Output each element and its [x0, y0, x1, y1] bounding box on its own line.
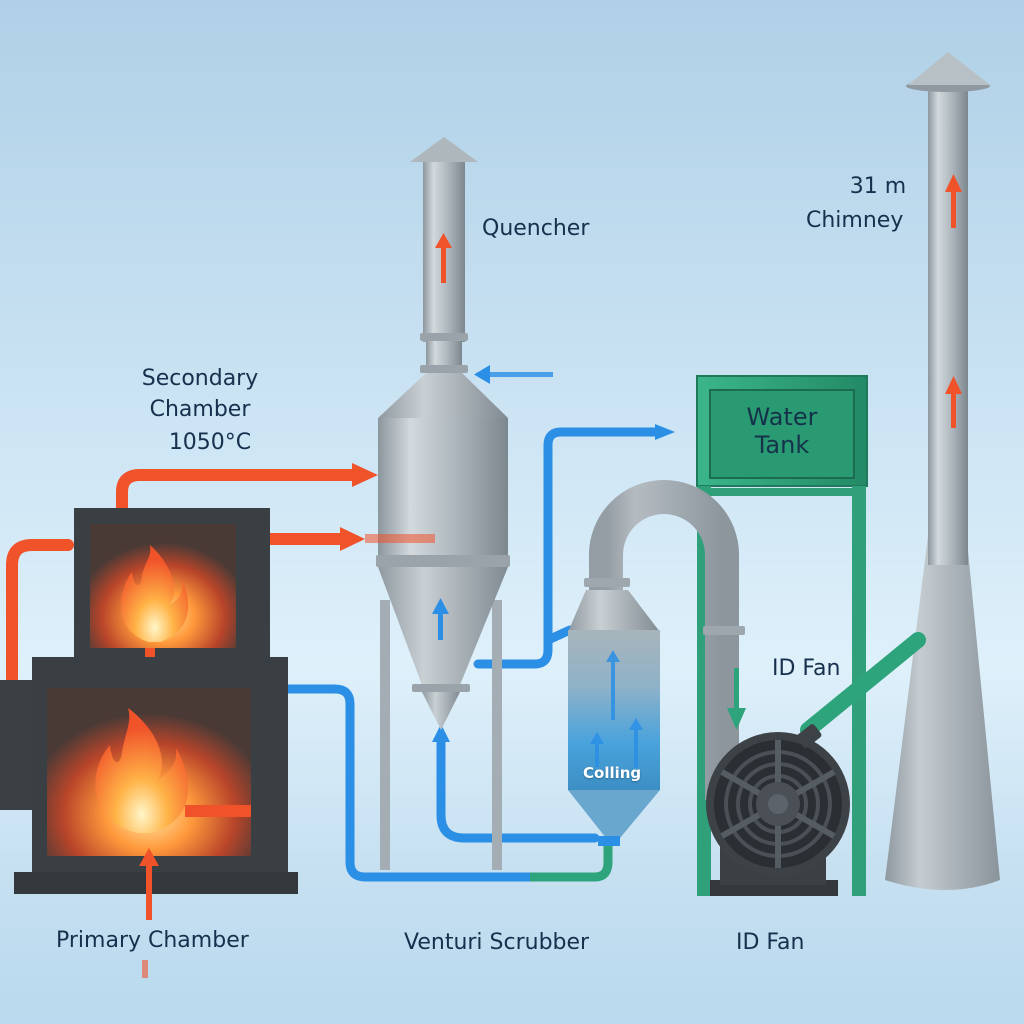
- quencher-updraft-arrow: [435, 233, 452, 283]
- venturi-scrubber-label: Venturi Scrubber: [404, 930, 590, 955]
- chimney-cap: [908, 52, 990, 85]
- water-arrow-to-tank: [655, 424, 675, 440]
- support-leg-left: [380, 600, 390, 870]
- quencher-top-cone: [378, 373, 508, 418]
- furnace-base: [14, 872, 298, 894]
- water-pipe-to-tank: [543, 427, 660, 645]
- air-inlet-arrow: [139, 848, 159, 978]
- duct-flange-left: [584, 578, 630, 587]
- quencher: [376, 137, 510, 870]
- duct-flange-right: [703, 626, 745, 635]
- water-pipe-green-segment: [530, 840, 613, 882]
- support-leg-right: [492, 600, 502, 870]
- venturi-scrubber: [568, 590, 660, 846]
- hot-arrow-lower: [340, 527, 365, 551]
- chimney-height-label: 31 m: [849, 174, 907, 199]
- id-fan-label-upper: ID Fan: [772, 656, 841, 681]
- downflow-arrow: [727, 668, 746, 730]
- quencher-label: Quencher: [482, 216, 590, 241]
- fan-to-chimney-duct: [800, 632, 926, 738]
- hot-pipe-to-quencher-upper: [116, 469, 361, 526]
- hot-pipe-left-loop: [6, 539, 74, 686]
- water-pipe-primary: [280, 684, 535, 882]
- primary-flame-icon: [95, 708, 189, 833]
- water-arrow-into-cone: [432, 724, 450, 742]
- secondary-chamber-label-line1: Secondary: [141, 366, 259, 391]
- hot-arrow-upper: [352, 463, 378, 487]
- water-tank-label-line1: Water: [746, 403, 818, 431]
- secondary-chamber-label-line2: Chamber: [149, 397, 251, 422]
- secondary-chamber-temperature: 1050°C: [168, 430, 252, 455]
- secondary-flame-icon: [121, 545, 189, 642]
- burner-nozzle: [185, 805, 251, 817]
- cyclone-updraft-arrow: [432, 598, 449, 640]
- chimney: [885, 52, 1000, 890]
- water-tank-window: [709, 389, 855, 479]
- furnace: [0, 463, 435, 978]
- chimney-base-cone: [885, 520, 1000, 890]
- chimney-stack: [928, 85, 968, 565]
- water-pipe-quencher-link: [473, 625, 575, 669]
- quencher-cap: [410, 137, 478, 162]
- water-tank-label-line2: Tank: [754, 431, 810, 459]
- primary-chamber-label: Primary Chamber: [56, 928, 249, 953]
- id-fan: [706, 724, 850, 896]
- chimney-flow-arrow-lower: [945, 376, 962, 428]
- water-piping: [280, 427, 660, 882]
- id-fan-label-bottom: ID Fan: [736, 930, 805, 955]
- chimney-label: Chimney: [806, 208, 904, 233]
- water-pipe-return: [436, 733, 600, 843]
- quencher-water-inlet-arrow: [474, 365, 553, 384]
- water-tank-crossbar: [711, 488, 852, 496]
- burner-box: [0, 680, 32, 810]
- chimney-flow-arrow-upper: [945, 174, 962, 228]
- scrubber-flow-arrows: [590, 650, 643, 768]
- cooling-label: Colling: [583, 764, 642, 782]
